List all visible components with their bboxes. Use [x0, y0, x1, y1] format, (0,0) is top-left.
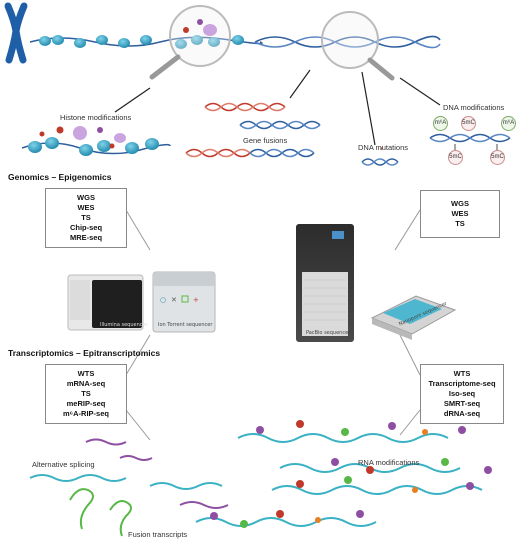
svg-text:*: * [380, 146, 384, 154]
gene-fusion-helices [185, 102, 321, 158]
dna-mutations-label: DNA mutations [358, 143, 409, 152]
m6a-badge: m⁶A [433, 116, 448, 131]
technique-label: WGS [451, 199, 469, 208]
nanopore-sequencer-icon [370, 295, 457, 340]
5mc-badge: 5mC [461, 116, 476, 131]
technique-label: TS [455, 219, 465, 228]
gene-fusions-label: Gene fusions [243, 136, 288, 145]
rna-modifications-label: RNA modifications [358, 458, 420, 467]
rna-modification-strands [195, 433, 483, 527]
ion-torrent-sequencer-icon: ○ ✕ + [152, 271, 216, 333]
chromatin-fiber [29, 35, 441, 49]
svg-text:✕: ✕ [171, 296, 177, 304]
5mc-badge: 5mC [448, 150, 463, 165]
technique-label: TS [81, 213, 91, 222]
technique-label: m⁶A-RIP-seq [63, 409, 109, 418]
rna-modification-markers [210, 420, 492, 528]
fusion-transcripts-label: Fusion transcripts [128, 530, 188, 539]
svg-text:+: + [193, 296, 199, 304]
alternative-splicing-label: Alternative splicing [32, 460, 95, 469]
technique-label: Chip-seq [69, 223, 103, 232]
magnifier-icon [149, 5, 231, 80]
dna-modifications-label: DNA modifications [443, 103, 505, 112]
pacbio-label: PacBio sequencer [306, 330, 351, 336]
technique-label: WTS [453, 369, 471, 378]
dna-mutation-helix: * [361, 146, 399, 166]
technique-label: TS [81, 389, 91, 398]
alternative-splicing-illustration [29, 438, 229, 537]
svg-text:○: ○ [160, 296, 166, 304]
technique-label: WGS [77, 193, 95, 202]
magnifier-icon [321, 11, 395, 81]
technique-label: MRE-seq [69, 233, 103, 242]
transcriptomics-right-box: WTS Transcriptome-seq Iso-seq SMRT-seq d… [420, 364, 504, 424]
illumina-sequencer-icon [67, 274, 144, 331]
technique-label: mRNA-seq [66, 379, 106, 388]
technique-label: Transcriptome-seq [428, 379, 496, 388]
technique-label: dRNA-seq [443, 409, 481, 418]
illumina-label: Illumina sequencer [100, 322, 148, 328]
technique-label: SMRT-seq [443, 399, 481, 408]
genomics-left-box: WGS WES TS Chip-seq MRE-seq [45, 188, 127, 248]
transcriptomics-left-box: WTS mRNA-seq TS meRIP-seq m⁶A-RIP-seq [45, 364, 127, 424]
transcriptomics-heading: Transcriptomics – Epitranscriptomics [8, 348, 161, 358]
genomics-right-box: WGS WES TS [420, 190, 500, 238]
chromosome-icon [4, 2, 28, 64]
genomics-epigenomics-heading: Genomics – Epigenomics [8, 172, 112, 182]
technique-label: WTS [77, 369, 95, 378]
histone-modifications-label: Histone modifications [60, 113, 132, 122]
box-connectors [125, 209, 421, 441]
ion-torrent-label: Ion Torrent sequencer [158, 322, 213, 328]
pacbio-sequencer-icon [296, 224, 354, 342]
technique-label: WES [451, 209, 469, 218]
technique-label: meRIP-seq [66, 399, 106, 408]
technique-label: Iso-seq [448, 389, 476, 398]
technique-label: WES [77, 203, 95, 212]
m6a-badge: m⁶A [501, 116, 516, 131]
connector-lines [114, 69, 441, 146]
histone-cluster [21, 126, 171, 156]
5mc-badge: 5mC [490, 150, 505, 165]
